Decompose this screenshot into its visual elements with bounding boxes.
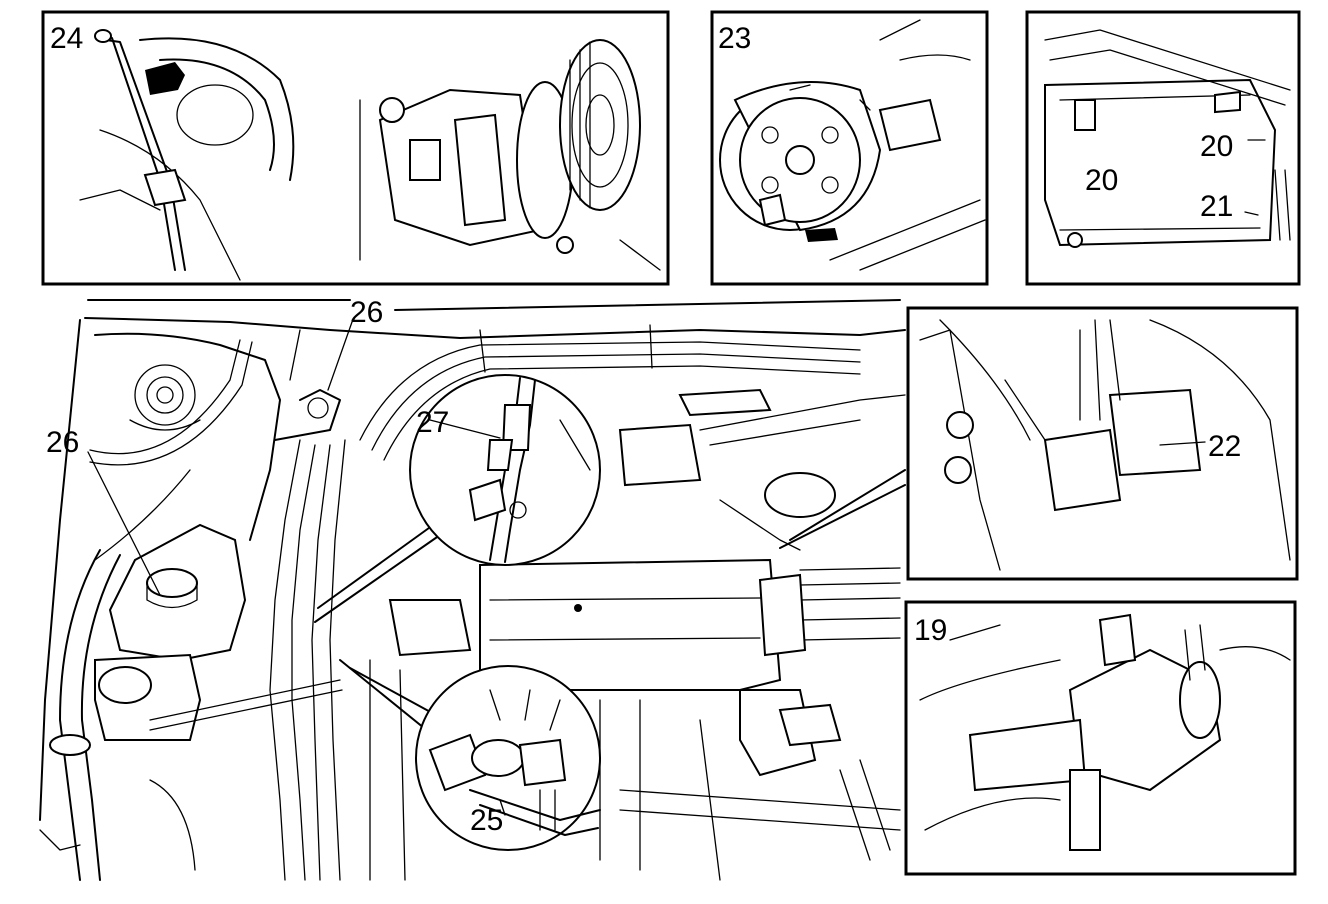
callout-26-top: 26 [350, 296, 383, 329]
inset-25-circle [415, 665, 601, 851]
callout-27: 27 [416, 406, 449, 439]
callout-25: 25 [470, 804, 503, 837]
callout-26-left: 26 [46, 426, 79, 459]
inset-27-circle [409, 374, 601, 566]
inset-23-panel [710, 10, 989, 286]
callout-19: 19 [914, 614, 947, 647]
inset-22-panel [906, 306, 1299, 581]
callout-21: 21 [1200, 190, 1233, 223]
inset-20-21-panel [1025, 10, 1301, 286]
callout-20-lower: 20 [1085, 164, 1118, 197]
callout-23: 23 [718, 22, 751, 55]
callout-20-upper: 20 [1200, 130, 1233, 163]
main-engine-bay-view [39, 299, 906, 881]
callout-22: 22 [1208, 430, 1241, 463]
inset-24-panel [41, 10, 670, 286]
callout-24: 24 [50, 22, 83, 55]
inset-19-panel [904, 600, 1297, 876]
